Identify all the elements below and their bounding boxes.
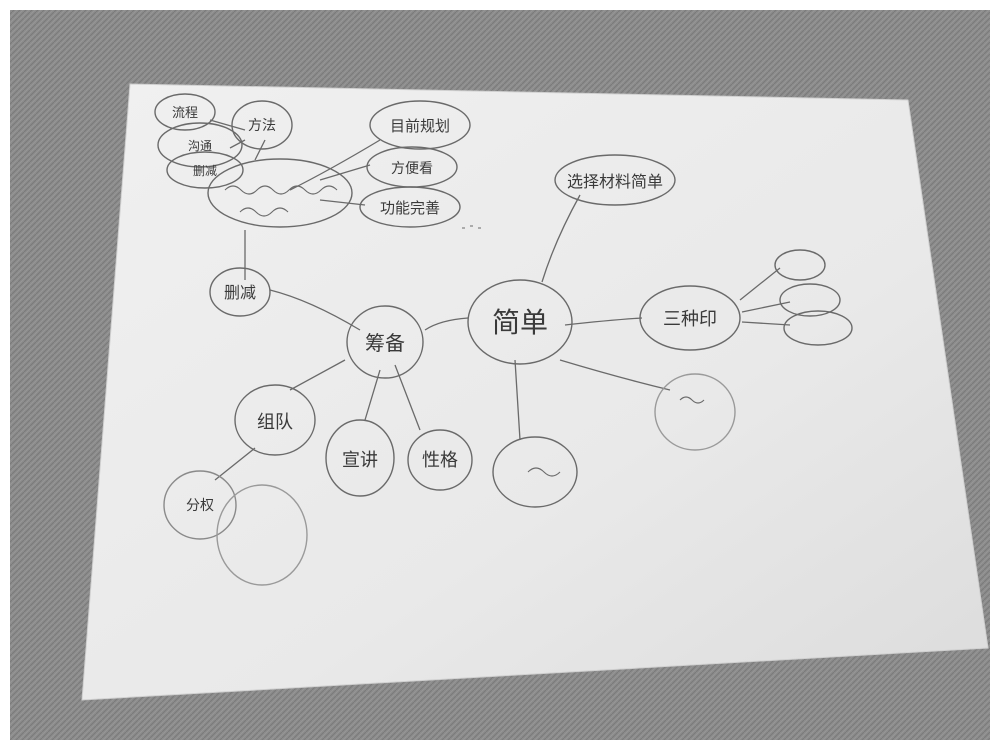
bubble-prep <box>346 305 424 379</box>
bubble-empty <box>216 484 308 586</box>
bubble-preach <box>325 419 395 497</box>
bubble-center <box>467 279 573 365</box>
label-cut: 删减 <box>224 283 256 302</box>
bubble-three-prints <box>639 285 741 351</box>
bubble-material <box>554 154 676 206</box>
bubble-sub1 <box>157 122 243 168</box>
bubble-power <box>163 470 237 540</box>
mindmap-bubbles <box>154 93 853 586</box>
bubble-easy <box>359 186 461 228</box>
bubble-overview <box>207 158 353 228</box>
bubble-small-3 <box>783 310 853 346</box>
bubble-sub2 <box>166 151 244 189</box>
label-center: 简单 <box>492 306 548 339</box>
label-three-prints: 三种印 <box>663 309 717 330</box>
label-flow: 流程 <box>172 106 198 121</box>
label-power: 分权 <box>186 498 214 514</box>
bubble-single-print <box>654 373 736 451</box>
label-easy: 功能完善 <box>380 199 440 217</box>
paper-sheet <box>81 83 989 701</box>
bubble-character <box>407 429 473 491</box>
bubble-plan <box>369 100 471 150</box>
label-cut2: 删减 <box>193 164 217 178</box>
label-communicate: 沟通 <box>188 139 212 153</box>
bubble-result <box>492 436 578 508</box>
label-team: 组队 <box>257 412 293 433</box>
bubble-cut <box>209 267 271 317</box>
bubble-team <box>234 384 316 456</box>
label-material: 选择材料简单 <box>567 172 663 191</box>
bubble-small-2 <box>779 283 841 317</box>
label-character: 性格 <box>422 450 458 471</box>
bubble-flow <box>154 93 216 131</box>
bubble-small-1 <box>774 249 826 281</box>
label-prep: 筹备 <box>365 331 405 355</box>
label-perfect: 方便看 <box>391 161 433 177</box>
label-plan: 目前规划 <box>390 117 450 135</box>
bubble-method <box>231 100 293 150</box>
label-method: 方法 <box>248 118 276 134</box>
label-preach: 宣讲 <box>342 450 378 471</box>
mindmap-labels: 简单 筹备 组队 宣讲 性格 删减 三种印 选择材料简单 目前规划 功能完善 方… <box>172 106 717 514</box>
overview-scribble <box>224 185 705 477</box>
